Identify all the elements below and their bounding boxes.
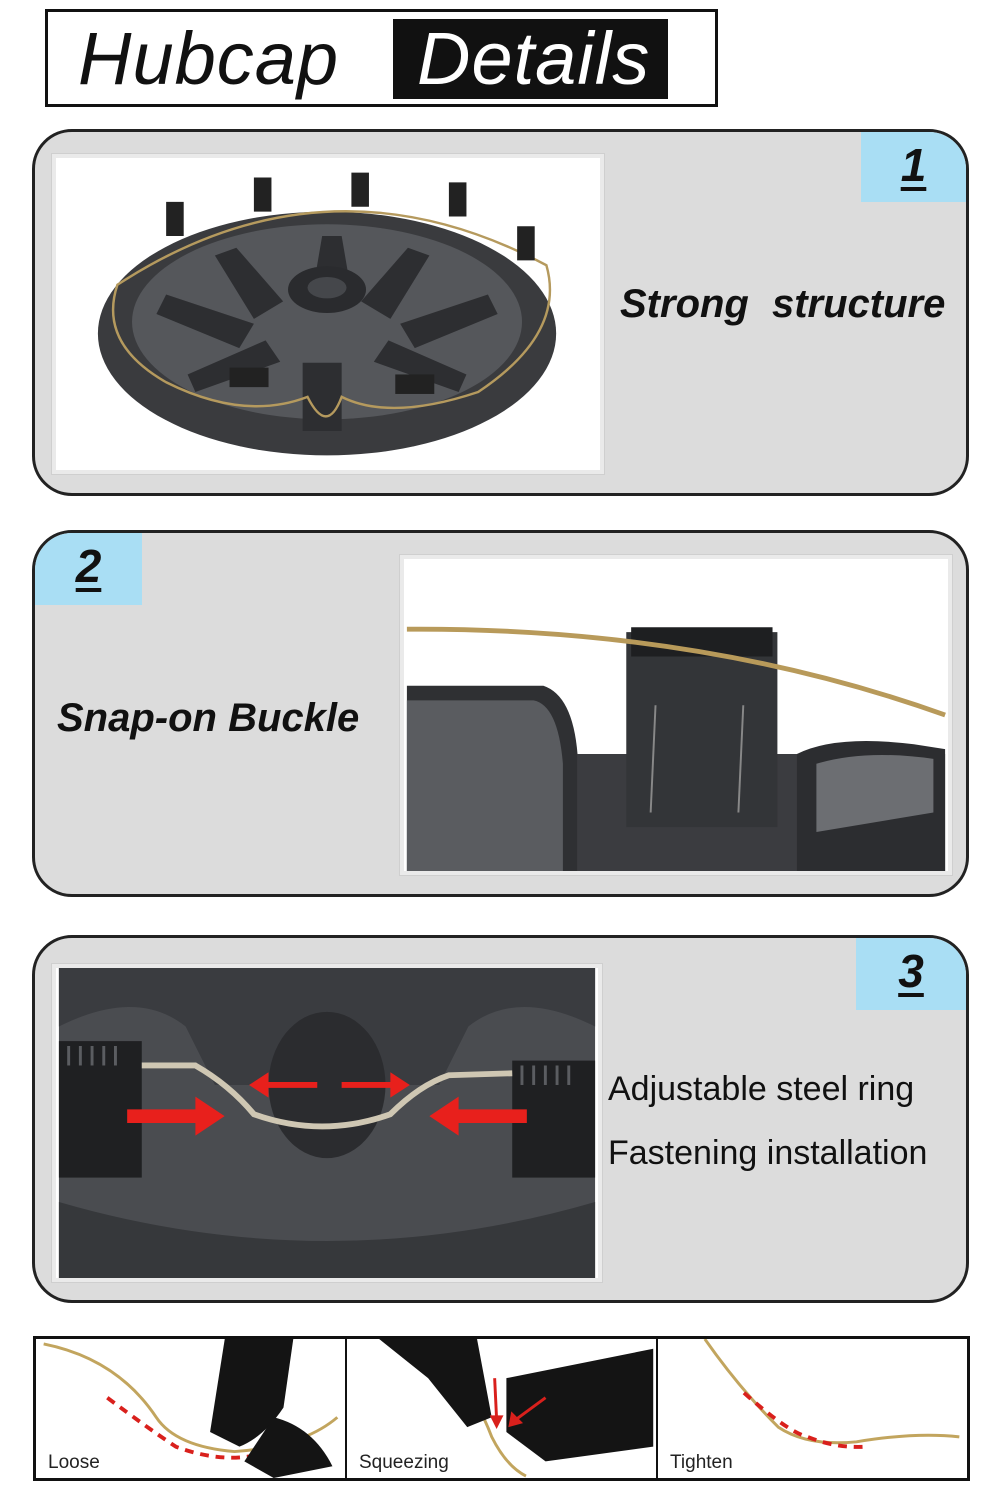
installation-steps-strip: Loose Squeezing Tighten xyxy=(33,1336,970,1481)
step-tighten: Tighten xyxy=(658,1339,967,1478)
feature-panel-steel-ring: 3 Adjustable steel ring Fastening instal… xyxy=(32,935,969,1303)
step-squeezing: Squeezing xyxy=(347,1339,658,1478)
feature-caption: Snap-on Buckle xyxy=(57,696,360,740)
step-label: Loose xyxy=(48,1452,100,1473)
step-label: Squeezing xyxy=(359,1452,449,1473)
step-loose: Loose xyxy=(36,1339,347,1478)
step-loose-illustration xyxy=(43,1339,339,1478)
feature-panel-buckle: 2 Snap-on Buckle xyxy=(32,530,969,897)
step-squeezing-illustration xyxy=(379,1339,654,1478)
feature-caption-line1: Adjustable steel ring xyxy=(608,1070,915,1108)
panel-number-badge: 1 xyxy=(861,132,966,202)
title-word-hubcap: Hubcap xyxy=(78,17,340,100)
feature-caption: Strong structure xyxy=(620,282,946,326)
steel-ring-illustration xyxy=(58,968,596,1278)
page-title: Hubcap Details xyxy=(45,9,718,107)
buckle-closeup-illustration xyxy=(406,559,946,871)
panel-number-badge: 2 xyxy=(35,533,142,605)
panel-number-badge: 3 xyxy=(856,938,966,1010)
title-word-details: Details xyxy=(393,19,669,99)
step-tighten-illustration xyxy=(703,1339,960,1449)
feature-panel-structure: 1 Strong structure xyxy=(32,129,969,496)
steel-ring-closeup-photo xyxy=(52,964,602,1282)
buckle-closeup-photo xyxy=(400,555,952,875)
hubcap-back-photo xyxy=(52,154,604,474)
step-label: Tighten xyxy=(670,1452,733,1473)
hubcap-back-illustration xyxy=(58,158,598,470)
feature-caption-line2: Fastening installation xyxy=(608,1134,928,1172)
